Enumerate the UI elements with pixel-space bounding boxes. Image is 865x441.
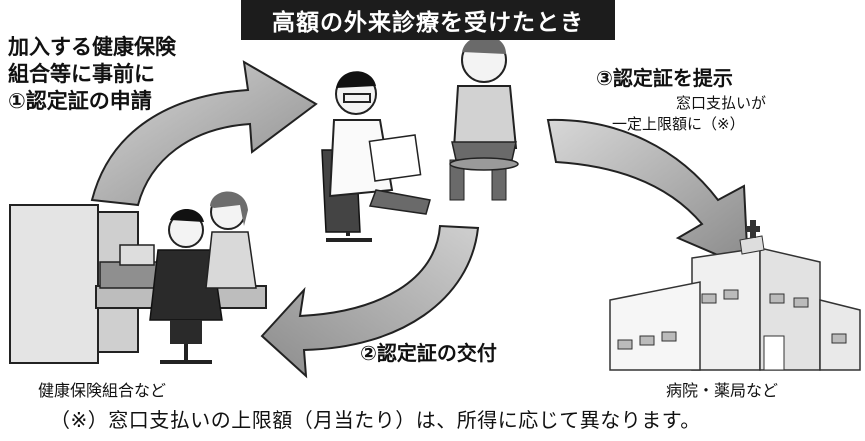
step3-note: 窓口支払いが 一定上限額に（※） [612,93,766,135]
caption-insurer: 健康保険組合など [38,381,167,400]
step1-label: 加入する健康保険 組合等に事前に ①認定証の申請 [8,34,176,115]
step3-note-line1: 窓口支払いが [676,94,767,112]
diagram-title: 高額の外来診療を受けたとき [241,0,615,40]
step3-label: ③認定証を提示 [596,66,733,90]
office-illustration [9,191,267,364]
arrow-issue [260,224,480,379]
step2-label: ②認定証の交付 [360,341,497,365]
step1-line1: 加入する健康保険 [8,35,176,59]
doctor-patient-illustration [321,35,519,242]
arrow-apply [90,60,318,207]
footnote: （※）窓口支払いの上限額（月当たり）は、所得に応じて異なります。 [50,408,701,432]
arrow-present [546,118,750,270]
hospital-illustration [609,220,861,371]
caption-hospital: 病院・薬局など [666,381,779,400]
step3-note-line2: 一定上限額に（※） [612,115,745,133]
step1-line3: ①認定証の申請 [8,89,152,113]
step1-line2: 組合等に事前に [8,62,155,86]
